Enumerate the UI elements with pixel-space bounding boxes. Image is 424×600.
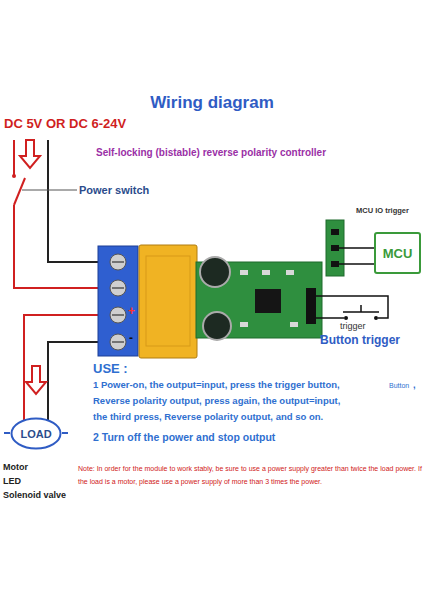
use-heading: USE :: [93, 362, 128, 377]
switch-label: Power switch: [79, 184, 149, 197]
smd-part: [286, 270, 294, 275]
load-type: LED: [3, 476, 21, 486]
terminal-screws: [110, 254, 126, 350]
black-wire: [48, 140, 118, 262]
node-text: MCU: [383, 246, 413, 261]
terminal-block: [98, 246, 138, 356]
switch-blade: [14, 178, 25, 205]
use-text: the third press, Reverse polarity output…: [93, 412, 323, 423]
button-title: Button trigger: [320, 334, 400, 348]
smd-part: [262, 270, 270, 275]
note-text: Note: In order for the module to work st…: [78, 462, 422, 489]
node-text: LOAD: [20, 428, 51, 440]
use-text: 1 Power-on, the output=input, press the …: [93, 380, 340, 391]
mcu-box: MCU: [374, 232, 421, 274]
smd-part: [290, 322, 298, 327]
load-type: Motor: [3, 462, 28, 472]
relay: [139, 245, 197, 358]
header-pin: [331, 245, 339, 251]
header-pin: [331, 261, 339, 267]
capacitor: [203, 312, 231, 340]
input-arrow: [20, 140, 40, 168]
use-text: Reverse polarity output, press again, th…: [93, 396, 340, 407]
leader-line: [22, 190, 77, 191]
load-circle: LOAD: [10, 417, 62, 450]
smd-part: [240, 270, 248, 275]
output-arrow: [26, 366, 46, 394]
signal-wire: [339, 248, 374, 264]
subtitle: Self-locking (bistable) reverse polarity…: [96, 147, 326, 159]
relay-marking: [146, 256, 190, 346]
use-text: ,: [413, 380, 416, 391]
diagram-title: Wiring diagram: [0, 93, 424, 113]
header-pin: [331, 229, 339, 235]
switch-contact: [12, 174, 16, 178]
trigger-wire: [316, 296, 388, 318]
load-type: Solenoid valve: [3, 490, 66, 500]
supply-label: DC 5V OR DC 6-24V: [4, 117, 126, 132]
capacitor: [200, 257, 230, 287]
polarity-mark: +: [128, 305, 135, 319]
polarity-mark: -: [129, 332, 133, 346]
button-contact: [374, 316, 378, 320]
button-label: trigger: [340, 321, 366, 331]
use-text: 2 Turn off the power and stop output: [93, 431, 275, 443]
use-text: Button: [389, 382, 409, 390]
pin-header: [306, 288, 316, 324]
smd-part: [240, 322, 248, 327]
mcu-label: MCU IO trigger: [356, 207, 409, 216]
button-symbol: [343, 305, 379, 312]
screw-slot: [112, 262, 124, 342]
trigger-wire: [316, 317, 344, 319]
chip: [255, 289, 281, 313]
button-contact: [344, 316, 348, 320]
red-wire: [13, 140, 15, 176]
load-outline: [12, 419, 61, 449]
